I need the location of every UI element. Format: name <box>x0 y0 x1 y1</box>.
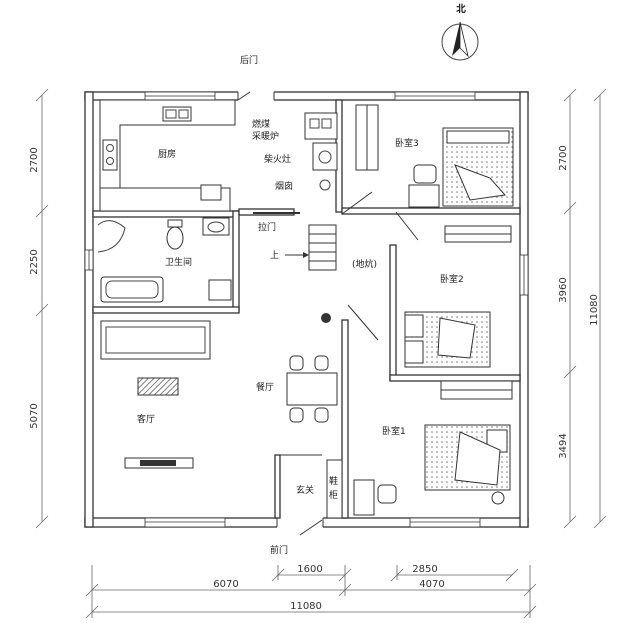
right-dim-3: 3494 <box>558 433 569 458</box>
bottom-dim-4070: 4070 <box>419 579 444 590</box>
foyer-label: 玄关 <box>296 484 314 496</box>
stairs <box>308 224 337 271</box>
sink <box>162 106 192 122</box>
chimney <box>319 179 331 191</box>
right-dim-2: 3960 <box>558 277 569 302</box>
right-dim-1: 2700 <box>558 145 569 170</box>
bedroom2-label: 卧室2 <box>440 273 464 285</box>
left-dim-3: 5070 <box>29 403 40 428</box>
toilet <box>166 226 184 250</box>
utility-furniture <box>285 112 338 271</box>
coal-heater-label-1: 燃煤 <box>252 118 270 130</box>
north-label: 北 <box>456 3 466 15</box>
doors <box>237 91 419 536</box>
wood-stove-label: 柴火灶 <box>264 153 291 165</box>
front-door-label: 前门 <box>270 544 288 556</box>
chimney-label: 烟囱 <box>275 180 293 192</box>
room-labels: 厨房 卫生间 客厅 餐厅 玄关 鞋 柜 卧室1 卧室2 卧室3 (地炕) <box>137 137 464 501</box>
bottom-dim-total: 11080 <box>290 601 322 612</box>
right-dimensions: 2700 3960 3494 11080 <box>558 88 607 529</box>
annotation-labels: 后门 前门 燃煤 采暖炉 柴火灶 烟囱 拉门 上 <box>240 54 293 556</box>
left-dim-2: 2250 <box>29 249 40 274</box>
back-door-label: 后门 <box>240 54 258 66</box>
coffee-table <box>137 377 179 396</box>
coal-heater-label-2: 采暖炉 <box>252 130 279 142</box>
kitchen-label: 厨房 <box>158 148 176 160</box>
left-dim-1: 2700 <box>29 147 40 172</box>
kitchen-furniture <box>99 99 236 212</box>
bedroom3-label: 卧室3 <box>395 137 419 149</box>
bottom-dim-6070: 6070 <box>213 579 238 590</box>
basin <box>202 217 230 236</box>
bathroom-label: 卫生间 <box>165 256 192 268</box>
bedroom2-furniture <box>404 225 512 368</box>
bedroom3-furniture <box>355 104 514 208</box>
bedroom1-label: 卧室1 <box>382 425 406 437</box>
foyer-furniture <box>326 459 343 519</box>
left-dimensions: 2700 2250 5070 <box>29 88 49 529</box>
bottom-dim-2850: 2850 <box>412 564 437 575</box>
plant <box>321 313 331 323</box>
outer-walls <box>84 91 529 528</box>
north-compass: 北 <box>441 3 479 61</box>
bottom-dimensions: 1600 2850 6070 4070 11080 <box>85 564 537 619</box>
desk-3 <box>408 184 440 208</box>
dining-furniture <box>286 313 338 423</box>
shoe-cabinet <box>326 459 343 519</box>
dining-table <box>286 372 338 406</box>
living-room-furniture <box>100 320 211 469</box>
right-dim-total: 11080 <box>589 294 600 326</box>
bathtub <box>100 276 164 303</box>
wood-stove <box>312 142 338 171</box>
shoe-cabinet-label-1: 鞋 <box>329 475 338 487</box>
sliding-door-label: 拉门 <box>258 221 276 233</box>
washer <box>208 279 232 301</box>
dining-room-label: 餐厅 <box>256 381 274 393</box>
living-room-label: 客厅 <box>137 413 155 425</box>
stairs-up-label: 上 <box>270 250 279 261</box>
shoe-cabinet-label-2: 柜 <box>329 489 338 501</box>
bathroom-furniture <box>97 217 232 303</box>
bedroom1-furniture <box>353 380 513 516</box>
desk-1 <box>353 479 375 516</box>
bottom-dim-1600: 1600 <box>297 564 322 575</box>
heated-bed-label: (地炕) <box>352 258 377 270</box>
